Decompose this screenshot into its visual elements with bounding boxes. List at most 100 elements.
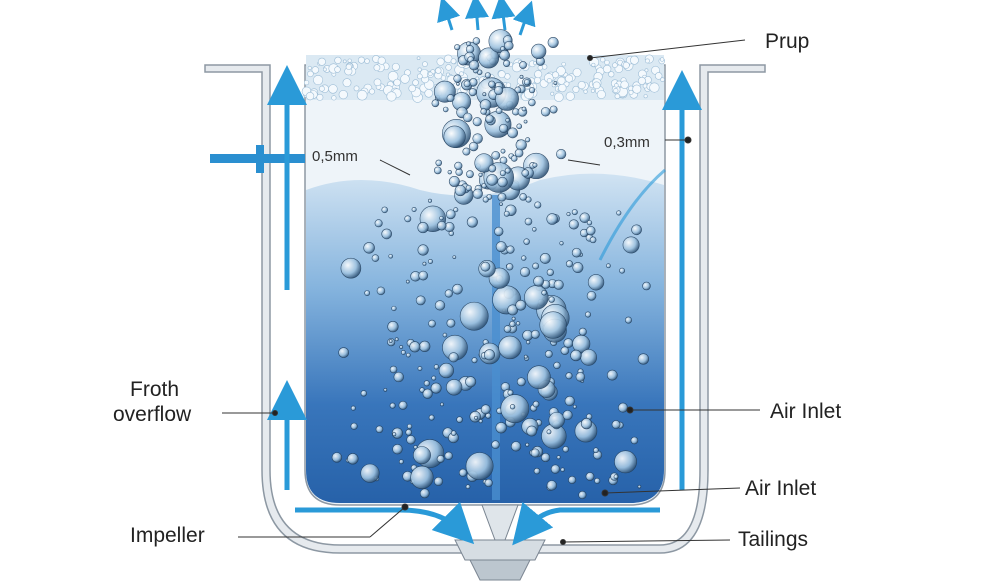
air-bubble — [376, 286, 386, 296]
air-bubble — [515, 321, 521, 326]
air-bubble — [532, 400, 540, 408]
froth-bubble — [572, 68, 582, 77]
froth-bubble — [612, 62, 618, 68]
froth-bubble — [552, 71, 559, 79]
air-bubble — [422, 261, 427, 266]
air-bubble — [433, 166, 442, 175]
air-bubble — [391, 305, 397, 312]
air-bubble — [360, 390, 367, 397]
air-bubble — [374, 219, 383, 228]
air-bubble — [471, 357, 478, 364]
air-bubble — [462, 112, 473, 123]
air-bubble — [530, 329, 540, 339]
air-bubble — [539, 311, 567, 339]
froth-bubble — [322, 67, 327, 72]
froth-bubble — [412, 79, 419, 86]
air-bubble — [445, 209, 456, 220]
froth-bubble — [400, 74, 410, 84]
air-bubble — [465, 452, 494, 481]
air-bubble — [521, 255, 527, 261]
air-bubble — [468, 60, 480, 71]
froth-bubble — [591, 62, 596, 67]
froth-bubble — [614, 83, 619, 88]
air-bubble — [431, 375, 437, 381]
air-bubble — [586, 226, 596, 236]
air-bubble — [495, 422, 507, 434]
air-bubble — [485, 114, 494, 124]
air-bubble — [422, 388, 433, 399]
air-bubble — [507, 304, 519, 316]
label-size-right: 0,3mm — [604, 134, 650, 151]
air-bubble — [521, 169, 530, 177]
air-bubble — [340, 257, 362, 279]
air-bubble — [409, 341, 421, 353]
air-bubble — [465, 184, 472, 192]
froth-bubble — [565, 74, 574, 83]
froth-bubble — [373, 78, 382, 87]
froth-bubble — [331, 95, 337, 101]
froth-bubble — [644, 58, 650, 64]
air-bubble — [580, 349, 598, 366]
air-bubble — [509, 320, 516, 328]
air-bubble — [388, 339, 393, 344]
froth-bubble — [369, 88, 375, 95]
froth-bubble — [408, 84, 416, 93]
air-bubble — [556, 148, 567, 160]
froth-bubble — [497, 70, 506, 79]
air-bubble — [503, 325, 512, 333]
air-bubble — [506, 263, 514, 271]
air-bubble — [338, 347, 350, 358]
froth-bubble — [622, 61, 630, 69]
froth-bubble — [557, 76, 566, 85]
air-bubble — [480, 404, 491, 415]
air-bubble — [483, 349, 496, 361]
air-bubble — [472, 133, 483, 144]
froth-bubble — [450, 58, 457, 65]
air-bubble — [484, 478, 493, 488]
froth-bubble — [632, 84, 642, 94]
froth-bubble — [556, 66, 566, 76]
air-bubble — [553, 81, 558, 85]
froth-bubble — [583, 89, 588, 94]
air-bubble — [434, 300, 446, 311]
froth-bubble — [342, 78, 352, 88]
air-bubble — [444, 451, 453, 461]
air-bubble — [548, 296, 555, 303]
air-bubble — [442, 332, 448, 338]
air-bubble — [580, 418, 593, 430]
air-bubble — [619, 267, 626, 274]
air-bubble — [568, 219, 579, 230]
froth-bubbles — [301, 53, 666, 103]
air-bubbles — [331, 29, 651, 500]
air-bubble — [548, 411, 565, 429]
air-bubble — [478, 47, 500, 69]
air-bubble — [371, 254, 380, 262]
froth-bubble — [561, 61, 566, 67]
froth-bubble — [554, 92, 564, 102]
air-bubble — [534, 201, 542, 209]
froth-bubble — [643, 94, 648, 99]
air-bubble — [499, 123, 509, 133]
air-bubble — [427, 258, 433, 264]
froth-bubble — [436, 57, 445, 66]
air-bubble — [505, 118, 510, 123]
air-bubble — [618, 402, 628, 413]
air-bubble — [387, 321, 399, 333]
air-bubble — [546, 268, 554, 276]
froth-bubble — [620, 80, 629, 89]
air-bubble — [540, 107, 551, 117]
air-bubble — [523, 354, 528, 359]
air-bubble — [533, 275, 544, 287]
air-bubble — [499, 170, 506, 177]
air-bubble — [570, 349, 582, 362]
air-bubble — [398, 400, 408, 410]
flow-arrows — [267, 0, 702, 546]
leader-lines — [222, 39, 760, 545]
air-bubble — [465, 376, 477, 388]
froth-bubble — [550, 91, 555, 96]
air-bubble — [544, 350, 553, 358]
air-bubble — [406, 435, 416, 445]
pipe-flange — [256, 145, 264, 173]
air-bubble — [528, 98, 536, 107]
air-bubble — [519, 193, 527, 201]
